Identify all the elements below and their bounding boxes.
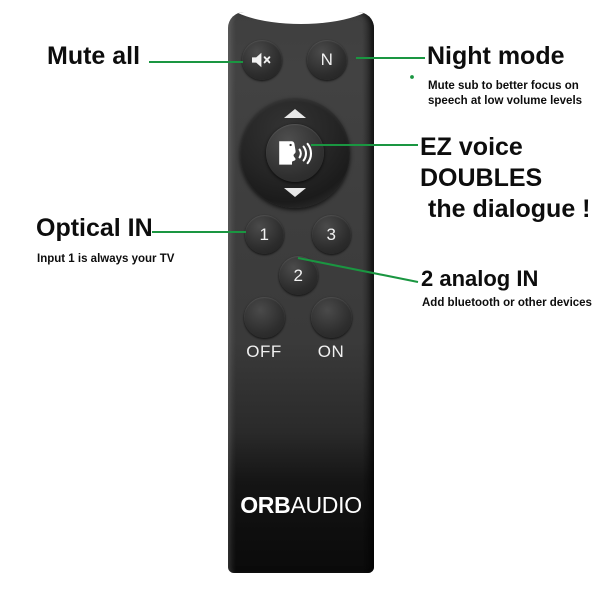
annotation-title-night-mode: Night mode [427, 42, 565, 70]
input-3-button-label: 3 [326, 224, 337, 244]
speech-head-icon [279, 141, 312, 165]
input-1-button[interactable]: 1 [245, 215, 284, 254]
volume-dpad[interactable] [240, 98, 350, 208]
triangle-down-icon[interactable] [284, 188, 306, 197]
input-3-button[interactable]: 3 [312, 215, 351, 254]
input-2-button-label: 2 [293, 265, 304, 285]
annotation-subtitle-analog-in: Add bluetooth or other devices [422, 297, 592, 309]
input-2-button[interactable]: 2 [279, 256, 318, 295]
brand-logo: ORBAUDIO [228, 494, 374, 517]
mute-button[interactable] [242, 40, 282, 80]
annotation-subtitle-night-mode: Mute sub to better focus on speech at lo… [428, 80, 583, 108]
night-mode-button[interactable]: N [307, 40, 347, 80]
brand-logo-audio: AUDIO [290, 492, 362, 518]
brand-logo-orb: ORB [240, 492, 291, 518]
triangle-up-icon[interactable] [284, 109, 306, 118]
annotation-title-ez-voice-line1: EZ voice [420, 133, 523, 161]
speaker-mute-icon [252, 52, 271, 68]
power-on-label: ON [317, 342, 345, 361]
remote-top-bevel [228, 12, 374, 24]
power-off-button[interactable] [244, 297, 285, 338]
annotation-title-ez-voice-line3: the dialogue ! [428, 195, 591, 223]
power-on-button[interactable] [311, 297, 352, 338]
annotation-title-mute-all: Mute all [47, 42, 141, 70]
ez-voice-button[interactable] [266, 124, 324, 182]
annotation-title-optical-in: Optical IN [36, 214, 153, 242]
annotation-subtitle-optical-in: Input 1 is always your TV [37, 253, 175, 265]
input-1-button-label: 1 [259, 224, 270, 244]
annotation-title-analog-in: 2 analog IN [421, 266, 539, 291]
leader-dot-night-mode [410, 75, 414, 79]
power-off-label: OFF [246, 342, 282, 361]
annotation-title-ez-voice-line2: DOUBLES [420, 164, 543, 192]
remote-control-body: N 1 [228, 12, 374, 573]
night-mode-button-label: N [320, 50, 334, 69]
